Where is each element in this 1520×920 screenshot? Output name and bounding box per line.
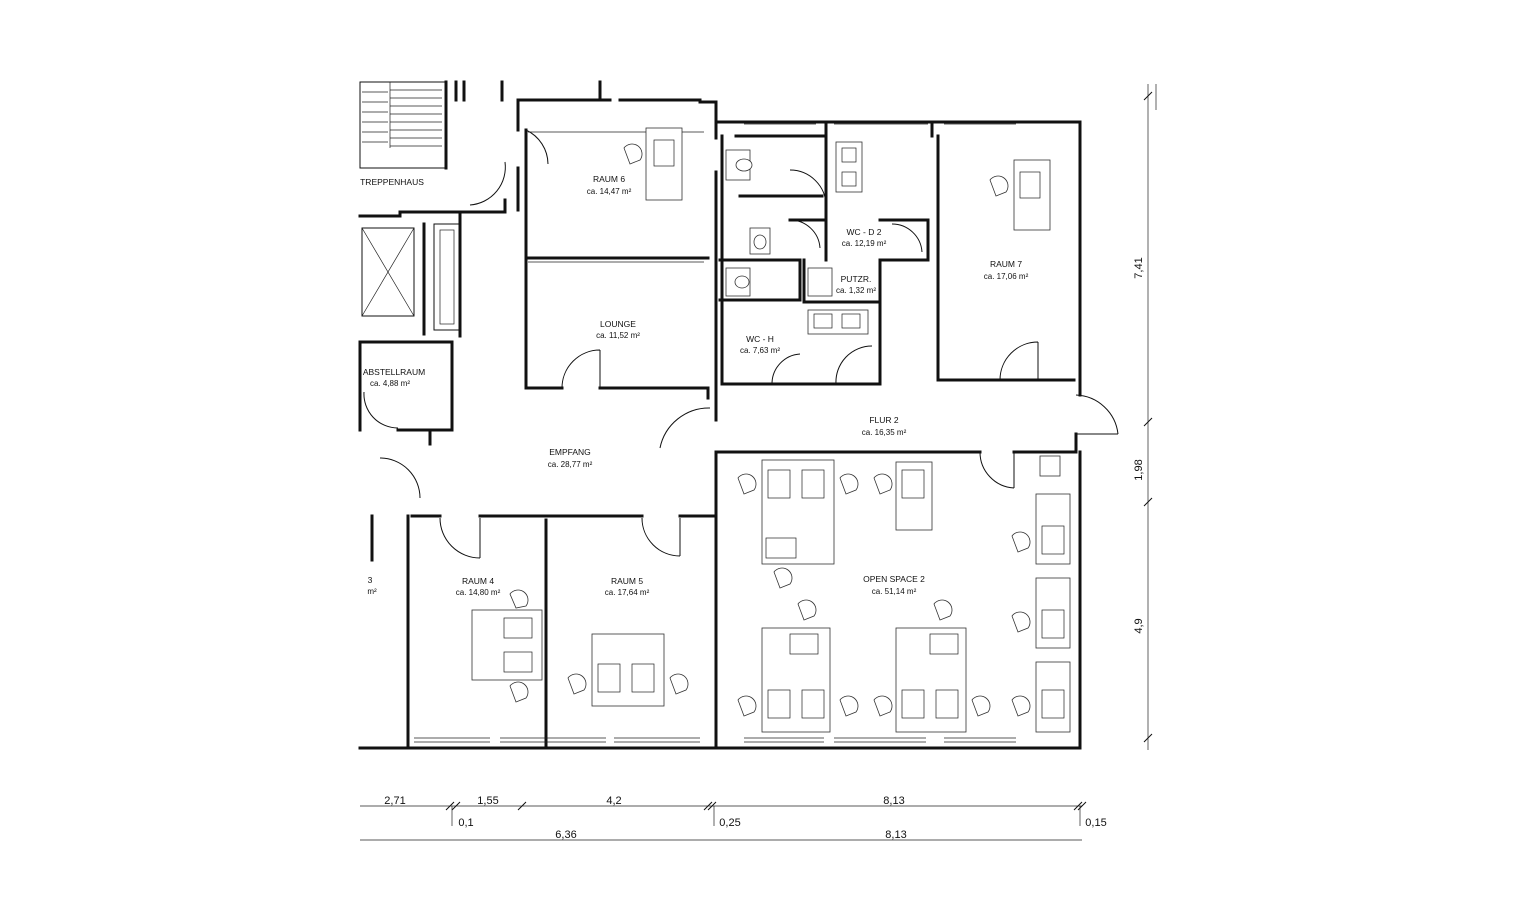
room-area-raum5: ca. 17,64 m² — [605, 588, 650, 597]
dim-1-55: 1,55 — [477, 795, 498, 807]
room-area-raum7: ca. 17,06 m² — [984, 272, 1029, 281]
room-name-wch: WC - H — [746, 334, 774, 344]
room-area-wcd2: ca. 12,19 m² — [842, 239, 887, 248]
elevator-shaft — [358, 210, 462, 338]
dim-4-2: 4,2 — [606, 795, 621, 807]
dim-8-13-b: 8,13 — [885, 829, 906, 841]
furniture — [471, 127, 1071, 733]
room-name-raum7: RAUM 7 — [990, 259, 1022, 269]
room-area-lounge: ca. 11,52 m² — [596, 331, 640, 340]
room-labels: TREPPENHAUS RAUM 6 ca. 14,47 m² LOUNGE c… — [360, 174, 1028, 597]
room-area-raum4: ca. 14,80 m² — [456, 588, 501, 597]
room-name-raum3: 3 — [368, 575, 373, 585]
room-area-raum3: m² — [367, 587, 377, 596]
room-name-raum4: RAUM 4 — [462, 576, 494, 586]
bottom-dimension-chain: 2,71 1,55 4,2 8,13 0,1 0,25 0,15 6,36 8,… — [360, 795, 1107, 841]
room-name-treppenhaus: TREPPENHAUS — [360, 177, 424, 187]
room-name-lounge: LOUNGE — [600, 319, 636, 329]
room-name-abstellraum: ABSTELLRAUM — [363, 367, 425, 377]
staircase — [359, 80, 466, 170]
dim-6-36: 6,36 — [555, 829, 576, 841]
room-name-openspace2: OPEN SPACE 2 — [863, 574, 925, 584]
room-area-flur2: ca. 16,35 m² — [862, 428, 907, 437]
dim-7-41: 7,41 — [1133, 257, 1145, 278]
room-area-abstellraum: ca. 4,88 m² — [370, 379, 410, 388]
room-area-openspace2: ca. 51,14 m² — [872, 587, 917, 596]
dim-4-9: 4,9 — [1133, 618, 1145, 633]
room-name-empfang: EMPFANG — [549, 447, 591, 457]
dim-0-15: 0,15 — [1085, 817, 1106, 829]
room-name-raum5: RAUM 5 — [611, 576, 643, 586]
dim-2-71: 2,71 — [384, 795, 405, 807]
sanitary-fixtures — [725, 141, 869, 335]
room-name-raum6: RAUM 6 — [593, 174, 625, 184]
room-name-wcd2: WC - D 2 — [847, 227, 882, 237]
room-area-empfang: ca. 28,77 m² — [548, 460, 593, 469]
walls — [358, 80, 1119, 750]
room-area-putzr: ca. 1,32 m² — [836, 286, 876, 295]
dim-1-98: 1,98 — [1133, 459, 1145, 480]
dim-0-1: 0,1 — [458, 817, 473, 829]
room-name-flur2: FLUR 2 — [869, 415, 899, 425]
room-area-wch: ca. 7,63 m² — [740, 346, 780, 355]
room-name-putzr: PUTZR. — [841, 274, 872, 284]
room-area-raum6: ca. 14,47 m² — [587, 187, 632, 196]
right-dimension-chain: 7,41 1,98 4,9 — [1133, 84, 1157, 750]
dim-0-25: 0,25 — [719, 817, 740, 829]
dim-8-13-a: 8,13 — [883, 795, 904, 807]
